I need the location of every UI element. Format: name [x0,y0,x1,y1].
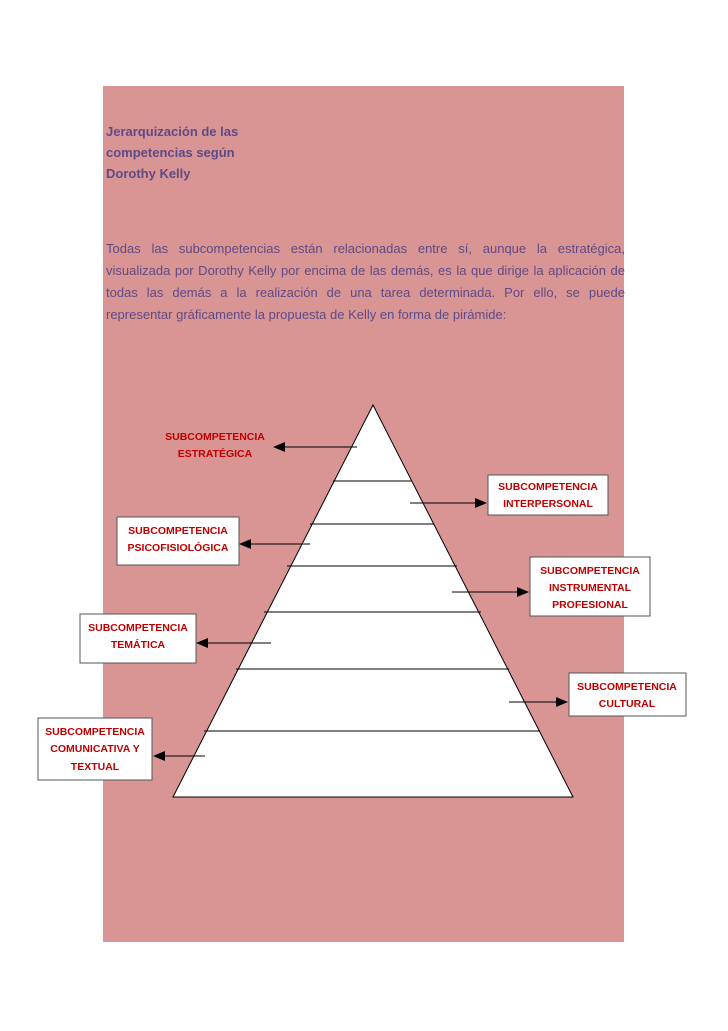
title-line: Dorothy Kelly [106,166,191,181]
label-line: PSICOFISIOLÓGICA [128,541,229,554]
label-line: COMUNICATIVA Y [50,743,139,755]
label-line: CULTURAL [599,698,656,710]
label-line: SUBCOMPETENCIA [165,431,265,443]
label-line: SUBCOMPETENCIA [88,622,188,634]
label-line: SUBCOMPETENCIA [577,681,677,693]
label-line: INTERPERSONAL [503,498,593,510]
label-line: SUBCOMPETENCIA [498,481,598,493]
intro-paragraph: Todas las subcompetencias están relacion… [106,241,625,322]
label-psicofisiologica: SUBCOMPETENCIA PSICOFISIOLÓGICA [116,516,240,566]
pyramid-shape [172,403,574,798]
label-cultural: SUBCOMPETENCIA CULTURAL [568,672,687,717]
label-estrategica: SUBCOMPETENCIA ESTRATÉGICA [165,431,265,460]
label-line: PROFESIONAL [552,599,628,611]
title-line: competencias según [106,145,235,160]
label-line: TEMÁTICA [111,638,166,651]
label-line: SUBCOMPETENCIA [540,565,640,577]
label-line: SUBCOMPETENCIA [128,525,228,537]
label-comunicativa: SUBCOMPETENCIA COMUNICATIVA Y TEXTUAL [37,717,153,781]
label-line: TEXTUAL [71,761,120,773]
label-line: SUBCOMPETENCIA [45,726,145,738]
page-title: Jerarquización de las competencias según… [106,121,306,184]
label-tematica: SUBCOMPETENCIA TEMÁTICA [79,613,197,664]
label-line: ESTRATÉGICA [178,447,253,460]
title-line: Jerarquización de las [106,124,239,139]
label-instrumental: SUBCOMPETENCIA INSTRUMENTAL PROFESIONAL [529,556,651,617]
label-interpersonal: SUBCOMPETENCIA INTERPERSONAL [487,474,609,516]
label-line: INSTRUMENTAL [549,582,632,594]
